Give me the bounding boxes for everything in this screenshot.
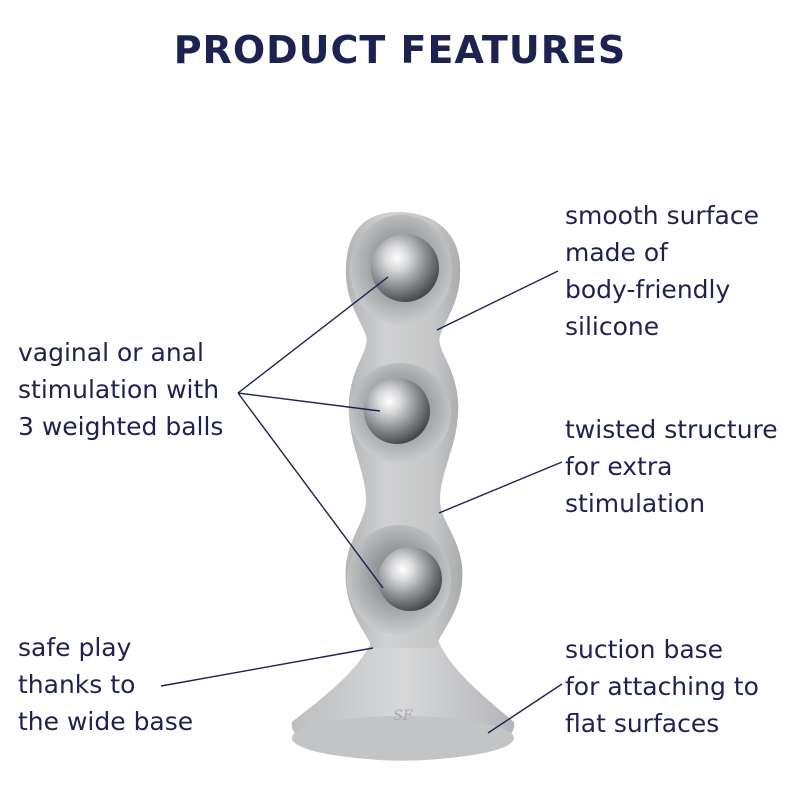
leader-line-balls-bottom [237,392,384,589]
suction-base-rim [292,716,514,760]
feature-line: body-friendly [565,275,731,304]
feature-line: silicone [565,312,660,341]
leader-line-twisted [438,461,563,514]
feature-line: for extra [565,452,673,481]
feature-line: safe play [18,633,132,662]
feature-twisted-structure: twisted structure for extra stimulation [565,411,778,522]
feature-line: smooth surface [565,201,759,230]
weighted-ball-top [371,234,439,302]
feature-line: 3 weighted balls [18,412,224,441]
feature-line: made of [565,238,668,267]
page-title: PRODUCT FEATURES [173,28,627,72]
leader-line-surface [436,270,559,331]
weighted-ball-mid [364,378,430,444]
feature-suction-base: suction base for attaching to flat surfa… [565,631,759,742]
feature-line: stimulation with [18,375,220,404]
feature-line: flat surfaces [565,709,720,738]
feature-safe-play: safe play thanks to the wide base [18,629,193,740]
feature-line: thanks to [18,670,136,699]
feature-line: the wide base [18,707,194,736]
leader-line-suction [487,683,563,734]
feature-line: suction base [565,635,724,664]
feature-line: twisted structure [565,415,778,444]
feature-line: vaginal or anal [18,338,204,367]
feature-line: stimulation [565,489,706,518]
feature-line: for attaching to [565,672,759,701]
weighted-ball-bottom [378,547,442,611]
feature-smooth-surface: smooth surface made of body-friendly sil… [565,197,759,345]
leader-line-safe-play [160,647,374,687]
leader-line-balls-top [237,276,389,394]
feature-weighted-balls: vaginal or anal stimulation with 3 weigh… [18,334,223,445]
leader-line-balls-mid [237,392,381,412]
logo-mark: SF [393,708,414,724]
